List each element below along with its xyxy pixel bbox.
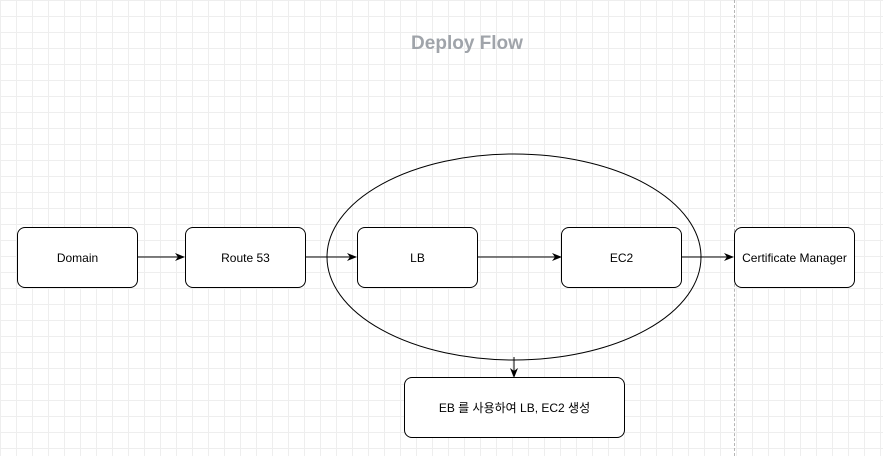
page-boundary-line [734, 0, 735, 456]
eb-note-node[interactable]: EB 를 사용하여 LB, EC2 생성 [404, 377, 625, 438]
certificate-manager-node[interactable]: Certificate Manager [734, 227, 855, 288]
route53-node[interactable]: Route 53 [185, 227, 306, 288]
ec2-node[interactable]: EC2 [561, 227, 682, 288]
lb-node[interactable]: LB [357, 227, 478, 288]
diagram-title: Deploy Flow [411, 33, 523, 54]
domain-node[interactable]: Domain [17, 227, 138, 288]
